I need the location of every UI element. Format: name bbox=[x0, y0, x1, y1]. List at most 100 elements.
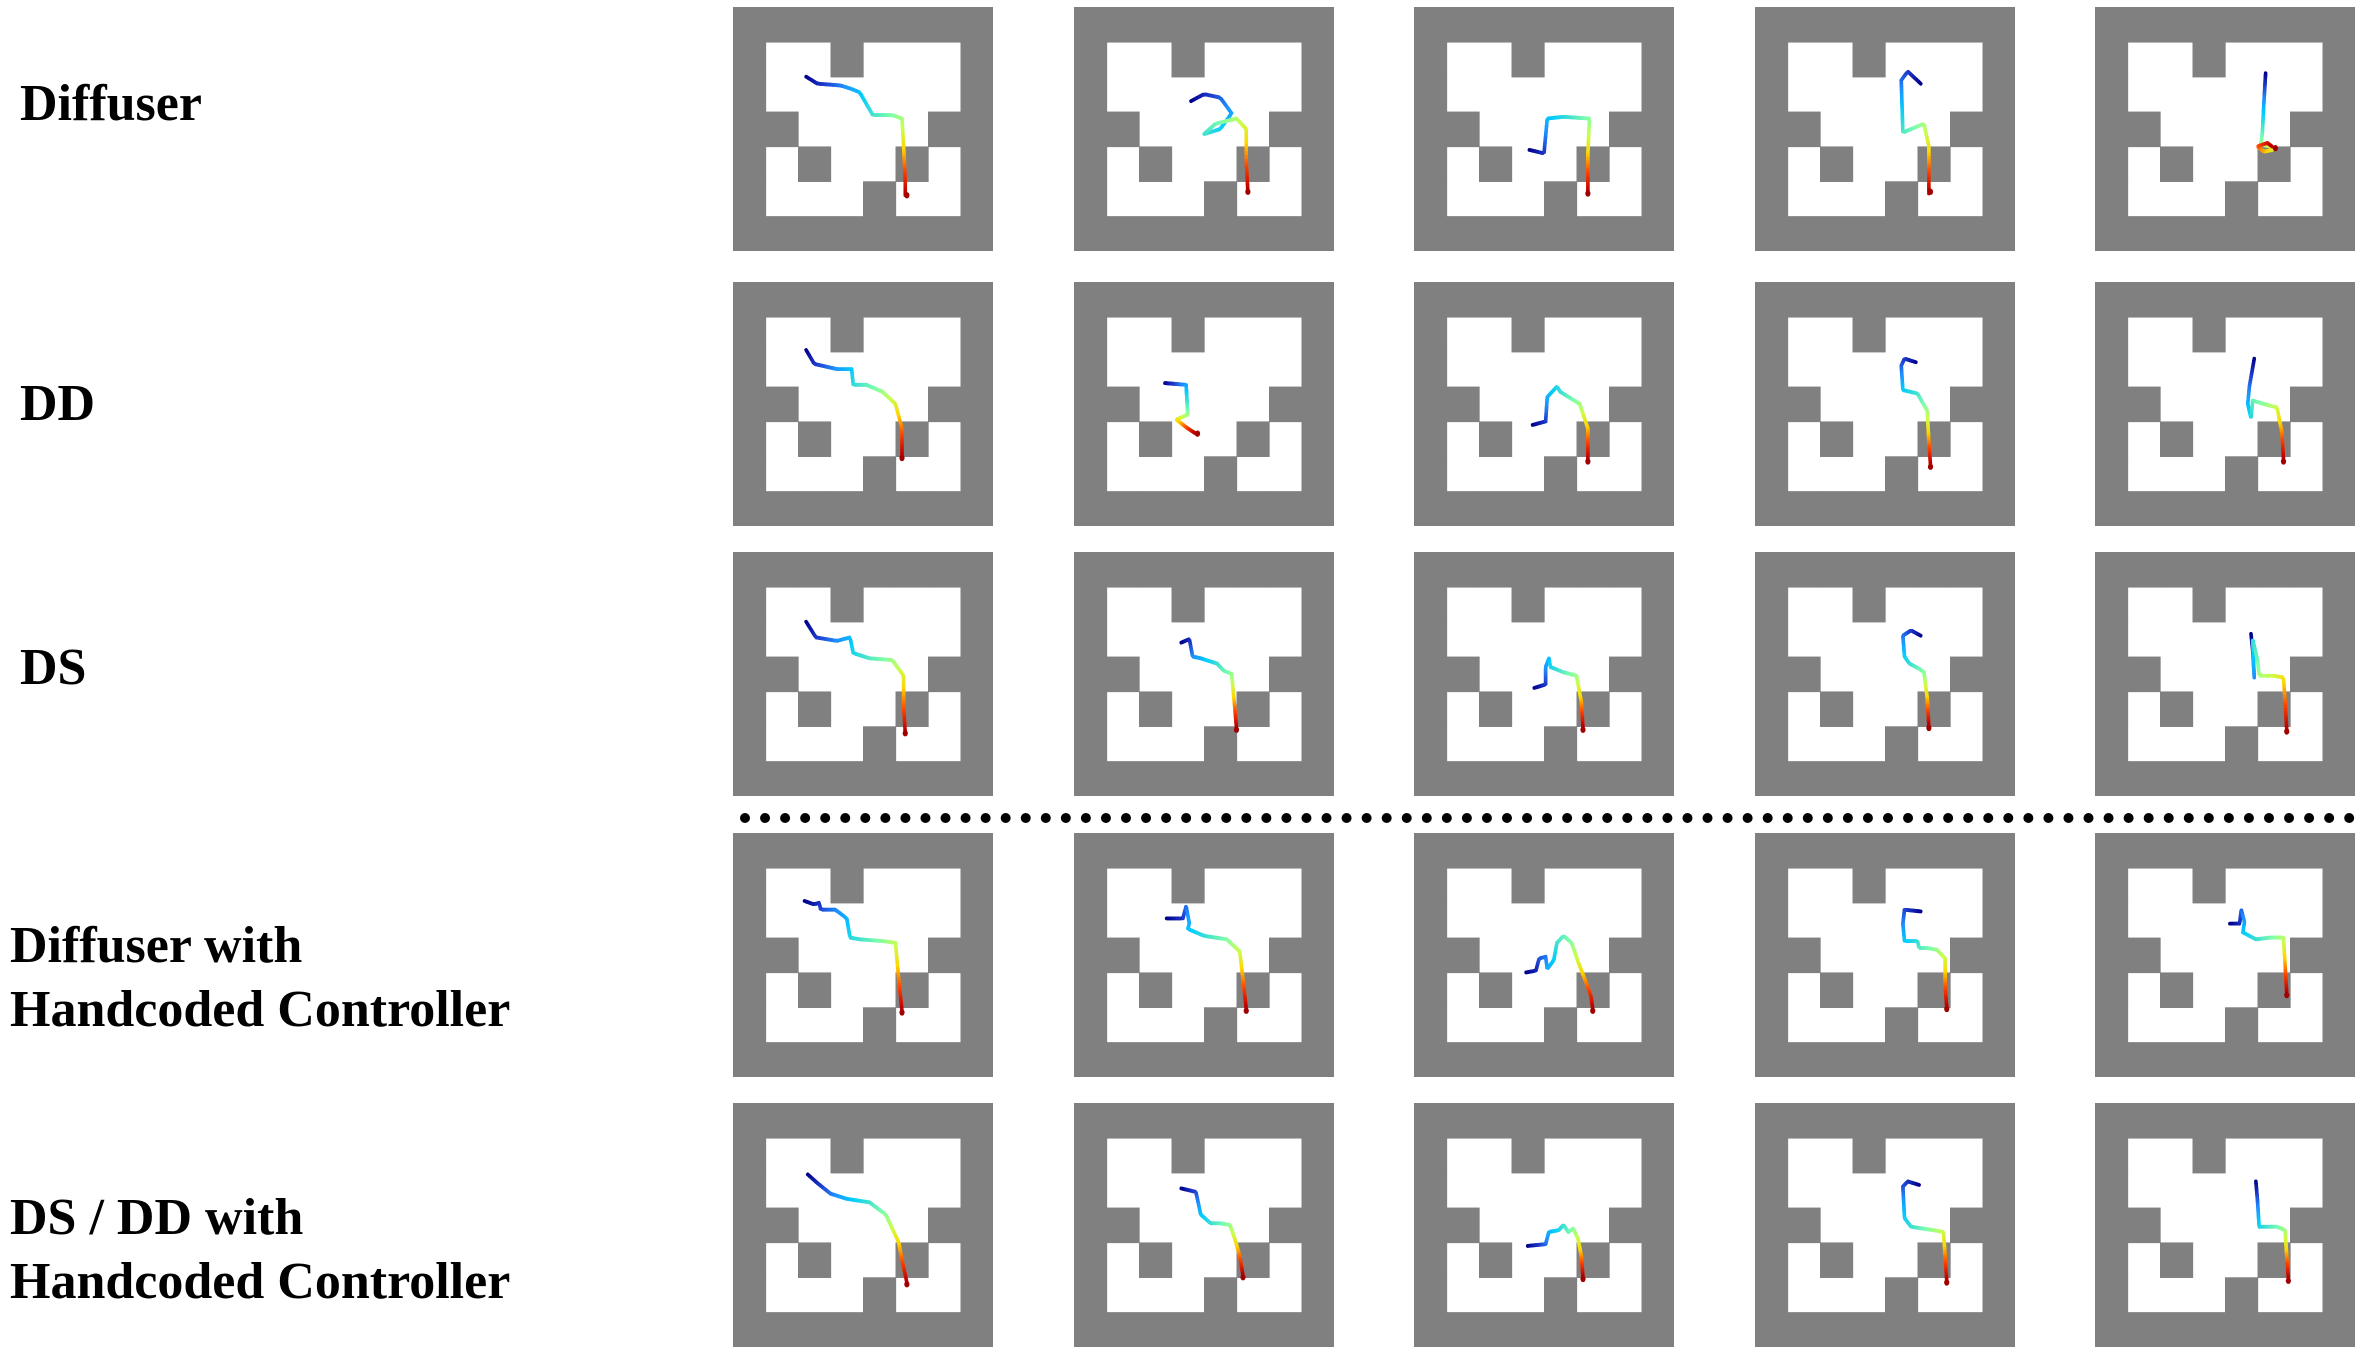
maze-wall-cell bbox=[1641, 41, 1674, 78]
maze-wall-cell bbox=[1301, 1242, 1334, 1278]
goal-marker bbox=[1194, 430, 1201, 437]
maze-wall-cell bbox=[2322, 1103, 2355, 1139]
maze-wall-cell bbox=[1641, 282, 1674, 318]
maze-wall-cell bbox=[960, 1242, 993, 1278]
maze-wall-cell bbox=[830, 1312, 864, 1347]
maze-wall-cell bbox=[2160, 282, 2194, 318]
maze-wall-cell bbox=[2095, 111, 2129, 148]
maze-wall-cell bbox=[830, 1137, 864, 1174]
maze-wall-cell bbox=[1511, 586, 1545, 623]
maze-wall-cell bbox=[928, 1103, 962, 1139]
goal-marker bbox=[1240, 1274, 1246, 1281]
maze-wall-cell bbox=[1171, 41, 1205, 78]
maze-wall-cell bbox=[1885, 1312, 1919, 1347]
maze-panel bbox=[1414, 282, 1674, 526]
maze-wall-cell bbox=[1641, 1042, 1674, 1077]
maze-wall-cell bbox=[1301, 761, 1334, 796]
maze-wall-cell bbox=[1301, 586, 1334, 623]
maze-wall-cell bbox=[1852, 1137, 1886, 1174]
maze-wall-cell bbox=[1074, 76, 1108, 113]
maze-wall-cell bbox=[1755, 552, 1789, 588]
maze-wall-cell bbox=[1609, 937, 1643, 974]
maze-wall-cell bbox=[1787, 386, 1821, 423]
maze-wall-cell bbox=[1755, 586, 1789, 623]
maze-wall-cell bbox=[895, 7, 929, 43]
maze-svg bbox=[1414, 552, 1674, 796]
maze-wall-cell bbox=[1139, 216, 1173, 251]
maze-wall-cell bbox=[960, 316, 993, 353]
maze-wall-cell bbox=[1641, 181, 1674, 217]
maze-wall-cell bbox=[1074, 216, 1108, 251]
maze-wall-cell bbox=[733, 491, 767, 526]
maze-wall-cell bbox=[733, 421, 767, 457]
maze-wall-cell bbox=[2160, 1042, 2194, 1077]
maze-wall-cell bbox=[2322, 1207, 2355, 1244]
maze-wall-cell bbox=[1301, 1137, 1334, 1174]
maze-wall-cell bbox=[1446, 282, 1480, 318]
maze-panel bbox=[2095, 282, 2355, 526]
maze-wall-cell bbox=[1641, 1242, 1674, 1278]
maze-wall-cell bbox=[2322, 146, 2355, 182]
maze-wall-cell bbox=[960, 1007, 993, 1043]
maze-wall-cell bbox=[733, 1207, 767, 1244]
maze-wall-cell bbox=[1106, 111, 1140, 148]
maze-wall-cell bbox=[1852, 552, 1886, 588]
maze-wall-cell bbox=[1917, 1103, 1951, 1139]
maze-wall-cell bbox=[733, 691, 767, 727]
maze-wall-cell bbox=[1074, 7, 1108, 43]
maze-wall-cell bbox=[1755, 351, 1789, 388]
maze-wall-cell bbox=[1301, 76, 1334, 113]
maze-wall-cell bbox=[1755, 1172, 1789, 1209]
maze-wall-cell bbox=[895, 552, 929, 588]
maze-wall-cell bbox=[1641, 1103, 1674, 1139]
maze-wall-cell bbox=[2322, 972, 2355, 1008]
maze-wall-cell bbox=[1414, 111, 1448, 148]
maze-wall-cell bbox=[2095, 1007, 2129, 1043]
maze-wall-cell bbox=[960, 181, 993, 217]
maze-panel bbox=[1755, 833, 2015, 1077]
maze-wall-cell bbox=[1414, 421, 1448, 457]
goal-marker bbox=[1927, 188, 1934, 195]
maze-panel bbox=[733, 7, 993, 251]
maze-wall-cell bbox=[2160, 146, 2194, 182]
maze-wall-cell bbox=[1414, 456, 1448, 492]
maze-wall-cell bbox=[1301, 386, 1334, 423]
maze-wall-cell bbox=[1446, 7, 1480, 43]
maze-wall-cell bbox=[1171, 1042, 1205, 1077]
maze-wall-cell bbox=[2290, 761, 2324, 796]
maze-wall-cell bbox=[733, 1103, 767, 1139]
maze-wall-cell bbox=[2322, 111, 2355, 148]
maze-wall-cell bbox=[2095, 902, 2129, 939]
maze-wall-cell bbox=[1852, 867, 1886, 904]
maze-wall-cell bbox=[1641, 691, 1674, 727]
maze-wall-cell bbox=[1171, 216, 1205, 251]
maze-wall-cell bbox=[1950, 7, 1984, 43]
maze-wall-cell bbox=[1917, 1042, 1951, 1077]
maze-panel bbox=[733, 833, 993, 1077]
maze-wall-cell bbox=[2257, 1312, 2291, 1347]
goal-marker bbox=[1585, 190, 1591, 197]
maze-wall-cell bbox=[1609, 761, 1643, 796]
goal-marker bbox=[1585, 458, 1591, 465]
maze-wall-cell bbox=[1982, 41, 2015, 78]
maze-wall-cell bbox=[2290, 1103, 2324, 1139]
maze-wall-cell bbox=[1852, 41, 1886, 78]
maze-wall-cell bbox=[960, 586, 993, 623]
maze-wall-cell bbox=[733, 761, 767, 796]
maze-wall-cell bbox=[1982, 282, 2015, 318]
maze-wall-cell bbox=[1982, 902, 2015, 939]
maze-svg bbox=[1755, 282, 2015, 526]
maze-wall-cell bbox=[2192, 7, 2226, 43]
maze-wall-cell bbox=[733, 726, 767, 762]
maze-wall-cell bbox=[1787, 1103, 1821, 1139]
maze-wall-cell bbox=[1269, 491, 1303, 526]
maze-wall-cell bbox=[1755, 937, 1789, 974]
maze-wall-cell bbox=[895, 761, 929, 796]
maze-wall-cell bbox=[1301, 111, 1334, 148]
maze-wall-cell bbox=[1544, 1103, 1578, 1139]
maze-wall-cell bbox=[2322, 691, 2355, 727]
maze-wall-cell bbox=[1950, 552, 1984, 588]
maze-wall-cell bbox=[960, 421, 993, 457]
maze-wall-cell bbox=[1544, 1312, 1578, 1347]
